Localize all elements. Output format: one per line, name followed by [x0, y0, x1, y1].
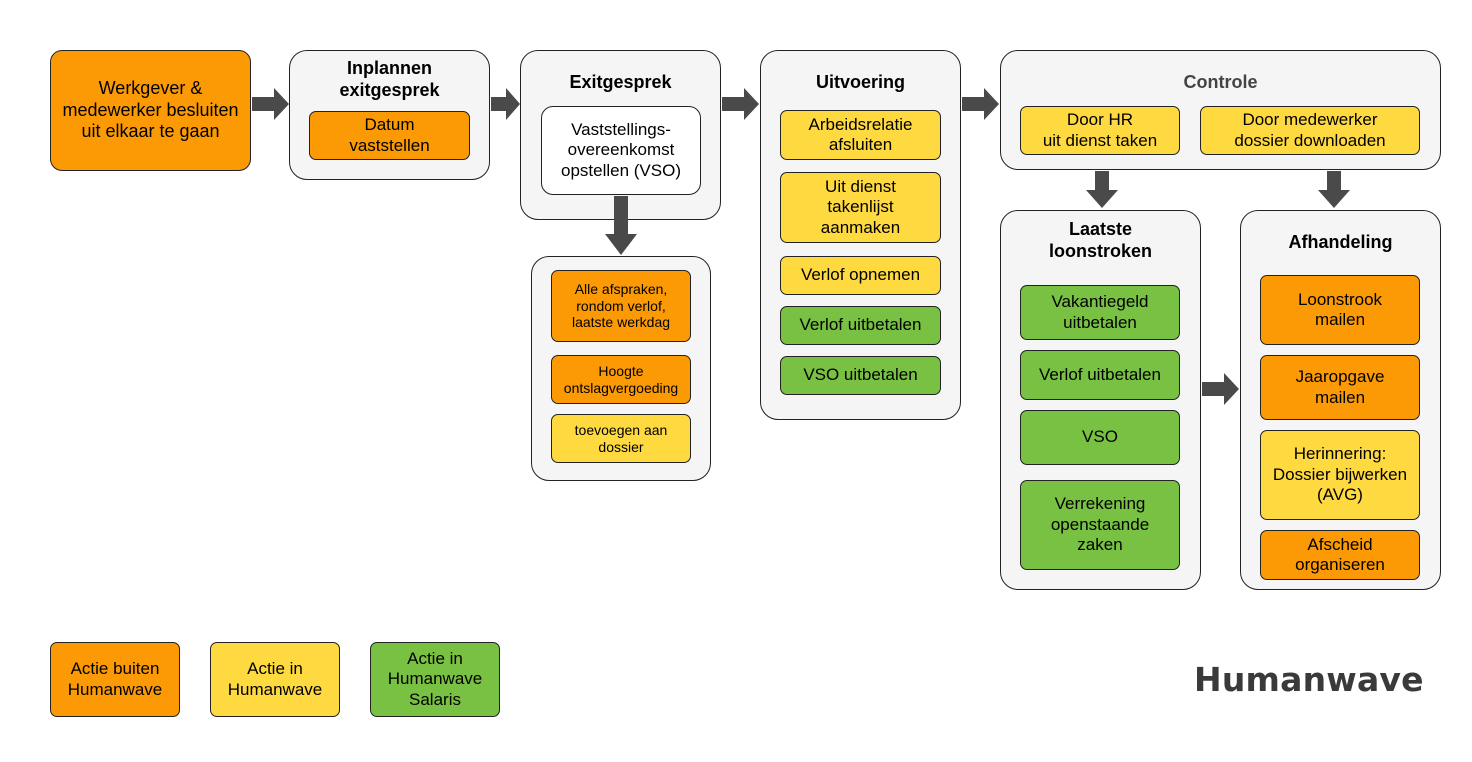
arrow-exitgesprek-to-uitvoering: [722, 88, 759, 120]
vso-detail-ontslagvergoeding: Hoogte ontslagvergoeding: [551, 355, 691, 404]
arrow-start-to-inplannen: [252, 88, 289, 120]
controle-item-hr: Door HR uit dienst taken: [1020, 106, 1180, 155]
arrow-uitvoering-to-controle: [962, 88, 999, 120]
uitvoering-item-takenlijst: Uit dienst takenlijst aanmaken: [780, 172, 941, 243]
loonstroken-title: Laatste loonstroken: [1048, 219, 1152, 261]
arrow-loonstroken-to-afhandeling: [1202, 373, 1239, 405]
loonstroken-item-verlof: Verlof uitbetalen: [1020, 350, 1180, 400]
loonstroken-item-vakantiegeld: Vakantiegeld uitbetalen: [1020, 285, 1180, 340]
uitvoering-item-verlof-uitbetalen: Verlof uitbetalen: [780, 306, 941, 345]
afhandeling-item-jaaropgave: Jaaropgave mailen: [1260, 355, 1420, 420]
controle-title: Controle: [1183, 72, 1258, 92]
controle-item-medewerker: Door medewerker dossier downloaden: [1200, 106, 1420, 155]
start-box: Werkgever & medewerker besluiten uit elk…: [50, 50, 251, 171]
arrow-inplannen-to-exitgesprek: [491, 88, 520, 120]
legend-actie-in: Actie in Humanwave: [210, 642, 340, 717]
afhandeling-title: Afhandeling: [1288, 232, 1393, 252]
loonstroken-item-verrekening: Verrekening openstaande zaken: [1020, 480, 1180, 570]
legend-actie-buiten: Actie buiten Humanwave: [50, 642, 180, 717]
exitgesprek-item-vso: Vaststellings- overeenkomst opstellen (V…: [541, 106, 701, 195]
uitvoering-item-verlof-opnemen: Verlof opnemen: [780, 256, 941, 295]
afhandeling-item-afscheid: Afscheid organiseren: [1260, 530, 1420, 580]
uitvoering-item-vso-uitbetalen: VSO uitbetalen: [780, 356, 941, 395]
arrow-exitgesprek-to-vso-details: [605, 196, 637, 255]
afhandeling-item-herinnering: Herinnering: Dossier bijwerken (AVG): [1260, 430, 1420, 520]
exitgesprek-title: Exitgesprek: [569, 72, 672, 92]
legend-actie-salaris: Actie in Humanwave Salaris: [370, 642, 500, 717]
vso-detail-afspraken: Alle afspraken, rondom verlof, laatste w…: [551, 270, 691, 342]
loonstroken-item-vso: VSO: [1020, 410, 1180, 465]
inplannen-item-datum: Datum vaststellen: [309, 111, 470, 160]
uitvoering-title: Uitvoering: [815, 72, 905, 92]
arrow-controle-to-loonstroken: [1086, 171, 1118, 208]
vso-detail-dossier: toevoegen aan dossier: [551, 414, 691, 463]
afhandeling-item-loonstrook: Loonstrook mailen: [1260, 275, 1420, 345]
arrow-controle-to-afhandeling: [1318, 171, 1350, 208]
uitvoering-item-arbeidsrelatie: Arbeidsrelatie afsluiten: [780, 110, 941, 160]
humanwave-logo: Humanwave: [1194, 660, 1424, 699]
inplannen-title: Inplannen exitgesprek: [339, 58, 440, 100]
